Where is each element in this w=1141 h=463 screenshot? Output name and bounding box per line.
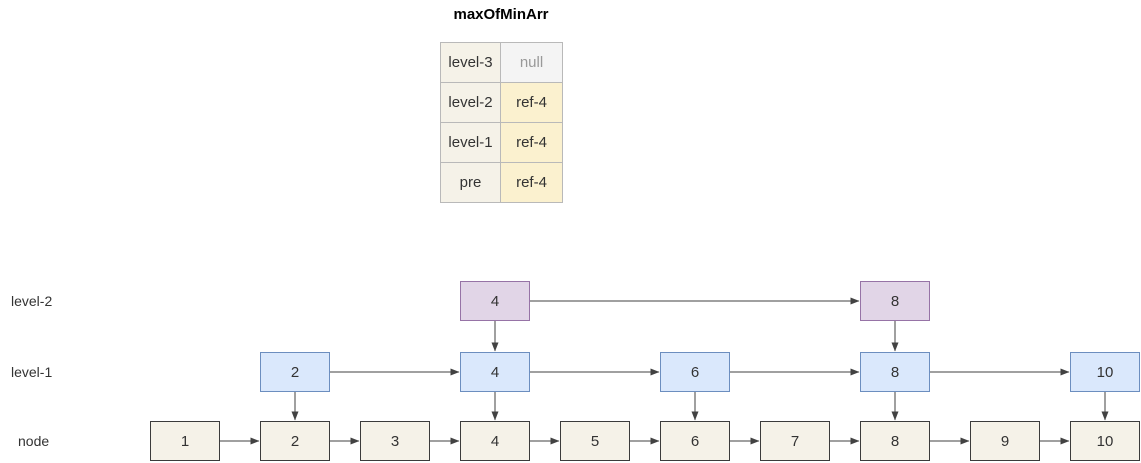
diagram-box-n-10: 10 xyxy=(1070,421,1140,461)
diagram-box-n-7: 7 xyxy=(760,421,830,461)
row-label-level-1: level-1 xyxy=(11,364,53,380)
diagram-box-n-8: 8 xyxy=(860,421,930,461)
table-cell-value: ref-4 xyxy=(500,162,563,203)
diagram-box-n-1: 1 xyxy=(150,421,220,461)
diagram-box-l1-2: 2 xyxy=(260,352,330,392)
table-cell-label: level-1 xyxy=(440,122,501,163)
diagram-box-n-6: 6 xyxy=(660,421,730,461)
diagram-box-n-9: 9 xyxy=(970,421,1040,461)
table-row: level-3 null xyxy=(440,42,563,83)
diagram-box-n-3: 3 xyxy=(360,421,430,461)
diagram-box-l1-6: 6 xyxy=(660,352,730,392)
table-cell-value: ref-4 xyxy=(500,82,563,123)
diagram-box-l1-10: 10 xyxy=(1070,352,1140,392)
row-label-level-2: level-2 xyxy=(11,293,53,309)
page-title: maxOfMinArr xyxy=(453,6,549,23)
diagram-box-n-5: 5 xyxy=(560,421,630,461)
diagram-box-l1-4: 4 xyxy=(460,352,530,392)
diagram-box-l2-8: 8 xyxy=(860,281,930,321)
table-row: level-2 ref-4 xyxy=(440,82,563,123)
max-of-min-table: level-3 null level-2 ref-4 level-1 ref-4… xyxy=(440,42,563,203)
table-cell-label: level-2 xyxy=(440,82,501,123)
table-cell-label: pre xyxy=(440,162,501,203)
row-label-node: node xyxy=(18,433,50,449)
diagram-box-n-2: 2 xyxy=(260,421,330,461)
diagram-box-l2-4: 4 xyxy=(460,281,530,321)
table-cell-value: null xyxy=(500,42,563,83)
diagram-box-n-4: 4 xyxy=(460,421,530,461)
diagram-box-l1-8: 8 xyxy=(860,352,930,392)
table-row: pre ref-4 xyxy=(440,162,563,203)
